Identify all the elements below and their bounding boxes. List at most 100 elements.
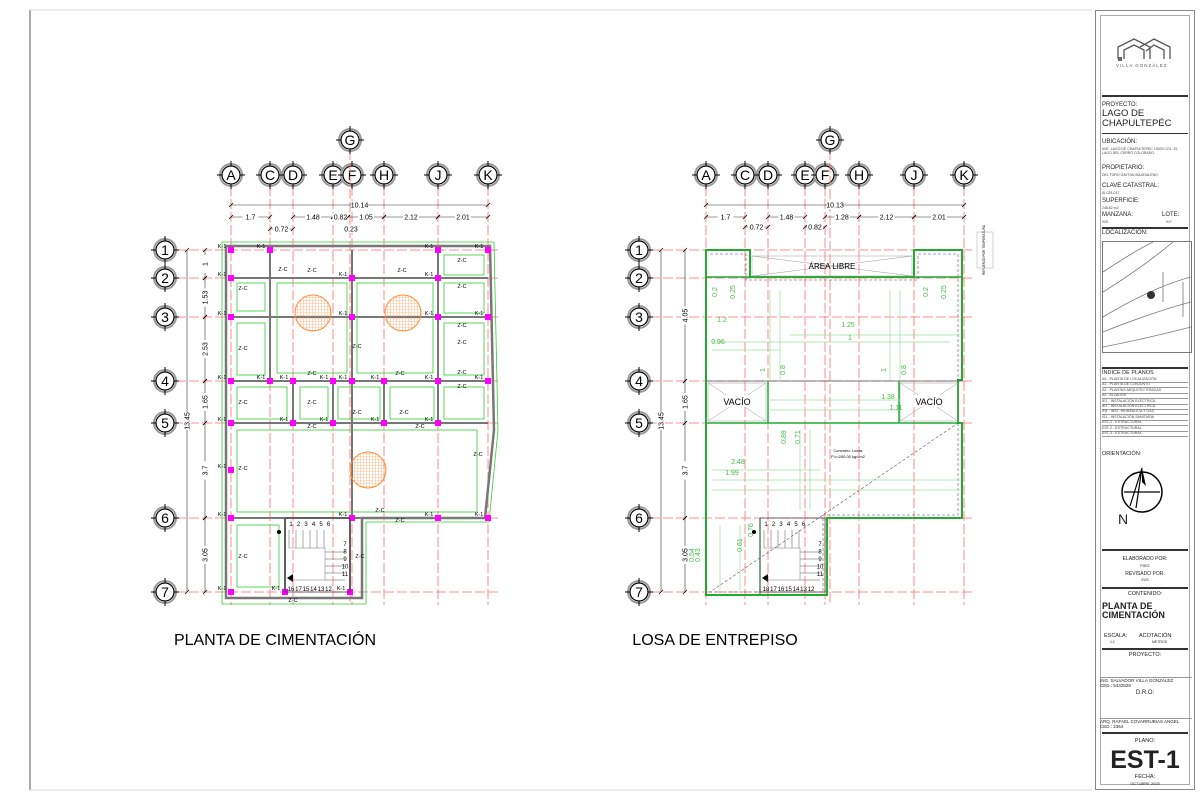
column-k1 [435, 247, 441, 253]
footing-zc [443, 282, 485, 314]
column-label: K-1 [339, 272, 348, 278]
propietario-value: DEL TORO GAYTAN MAGDALENO [1102, 173, 1158, 177]
grid-bubble-label: 7 [161, 584, 169, 600]
grid-bubble-ticks [336, 126, 364, 154]
vacio-label: VACÍO [915, 397, 942, 407]
column-k1 [330, 378, 336, 384]
column-k1 [228, 275, 234, 281]
grid-bubble-3: 3 [625, 303, 653, 331]
grid-bubble-ticks [625, 236, 653, 264]
grid-bubble-label: D [763, 167, 773, 183]
grid-bubble-label: D [288, 167, 298, 183]
grid-bubble-ticks [151, 409, 179, 437]
dimension-label: 1 [203, 262, 210, 266]
footing-label: Z-C [238, 346, 247, 352]
refuerzo-note-box [976, 231, 994, 269]
stair-start-dot [752, 530, 756, 534]
manzana-value: 025 [1102, 220, 1108, 224]
footing-outline [221, 241, 499, 605]
column-k1 [349, 314, 355, 320]
grid-bubble-label: A [226, 167, 236, 183]
footing-zc [389, 386, 435, 420]
dim-label-bg [778, 213, 795, 221]
grid-bubble-ticks [811, 161, 839, 189]
grid-bubble-ticks [845, 161, 873, 189]
grid-bubble-label: C [265, 167, 275, 183]
dim-label-bg [717, 213, 734, 221]
footing-label: Z-C [415, 424, 424, 430]
column-label: K-1 [218, 417, 227, 423]
slab-dimension: 0.43 [695, 548, 702, 562]
column-label: K-1 [371, 417, 380, 423]
indice-item: A1 - PLANTA DE CONJUNTO [1102, 382, 1188, 389]
dimension-label: 2.12 [404, 215, 418, 222]
grid-bubble-G: G [816, 126, 844, 154]
slab-dimension: 0.2 [712, 287, 719, 297]
grid-bubble-ticks [692, 161, 720, 189]
stair-number: 4 [312, 522, 316, 528]
indice-item: IH1 - INST. HIDRÁULICA Y GAS [1102, 409, 1188, 416]
dim-label-bg [455, 213, 471, 221]
dim-label-bg [201, 288, 209, 307]
footing-label: Z-C [473, 452, 482, 458]
vacio-label-bg [720, 395, 754, 407]
footing-label: Z-C [457, 323, 466, 329]
indice-item: IS1 - INSTALACIÓN SANITARIA [1102, 415, 1188, 421]
footing-label: Z-C [457, 340, 466, 346]
slab-dimension: 1 [881, 368, 888, 372]
divider [1102, 133, 1188, 134]
column-k1 [349, 378, 355, 384]
grid-bubble-label: G [345, 132, 356, 148]
grid-bubble-ticks [625, 409, 653, 437]
footing-label: Z-C [457, 284, 466, 290]
column-label: K-1 [280, 375, 289, 381]
stair-number: 17 [770, 587, 777, 593]
footing-zc [276, 282, 348, 374]
localizacion-label: LOCALIZACIÓN: [1102, 230, 1148, 236]
dim-tick [435, 214, 441, 220]
column-label: K-1 [337, 586, 346, 592]
column-k1 [228, 247, 234, 253]
slab-dimension: 1.25 [841, 322, 855, 329]
dim-tick [202, 420, 208, 426]
footing-zc [356, 282, 434, 374]
column-k1 [435, 378, 441, 384]
dim-label-bg [681, 306, 689, 325]
acotacion-value: METROS [1152, 640, 1167, 644]
stair-number: 2 [772, 522, 776, 528]
dim-label-bg [931, 213, 947, 221]
slab-dimension: 0.25 [941, 285, 948, 299]
dim-tick [202, 275, 208, 281]
footing-zc [236, 322, 266, 376]
stair-number: 8 [343, 550, 347, 556]
dim-tick [658, 247, 664, 253]
footing-label: Z-C [375, 508, 384, 514]
area-libre-box [751, 255, 913, 277]
grid-bubble-ticks [625, 367, 653, 395]
dim-tick [961, 214, 967, 220]
location-map [1102, 241, 1192, 353]
column-label: K-1 [425, 272, 434, 278]
column-k1 [228, 467, 234, 473]
grid-bubble-2: 2 [625, 264, 653, 292]
footing-zc [337, 386, 381, 420]
contenido-value: PLANTA DE CIMENTACIÓN [1102, 601, 1165, 620]
grid-bubble-ticks [816, 126, 844, 154]
dimension-label: 2.01 [932, 215, 946, 222]
dimension-label: 0.23 [344, 227, 358, 234]
column-label: K-1 [218, 244, 227, 250]
dim-label-bg [827, 201, 843, 209]
column-label: K-1 [371, 375, 380, 381]
column-k1 [485, 314, 491, 320]
grid-bubble-label: H [854, 167, 864, 183]
column-label: K-1 [425, 375, 434, 381]
footing-label: Z-C [457, 258, 466, 264]
column-k1 [228, 589, 234, 595]
column-label: K-1 [425, 311, 434, 317]
dim-tick [658, 589, 664, 595]
column-label: K-1 [475, 512, 484, 518]
orientacion-label: ORIENTACIÓN: [1102, 451, 1142, 457]
grid-bubble-ticks [151, 264, 179, 292]
